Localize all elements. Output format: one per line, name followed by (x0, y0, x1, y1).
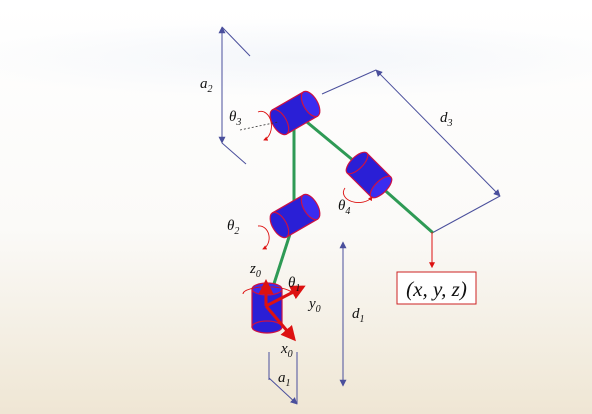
rotation-theta2 (257, 225, 270, 250)
rotation-theta3 (239, 110, 279, 141)
end-effector-box: (x, y, z) (396, 271, 477, 305)
joint-2 (269, 193, 321, 239)
joint-3 (269, 90, 321, 136)
link-4-end (378, 184, 434, 234)
x0-axis (264, 305, 296, 342)
label-x0: x0 (280, 341, 293, 360)
y0-axis (265, 285, 306, 308)
label-theta1: θ1 (288, 275, 300, 294)
end-effector-label: (x, y, z) (406, 277, 467, 301)
link-1-2 (270, 232, 292, 292)
base-frame-axes (258, 279, 306, 342)
label-d3: d3 (440, 110, 453, 129)
dimension-a2 (218, 26, 251, 165)
arm-links (270, 116, 434, 292)
label-z0: z0 (249, 261, 261, 280)
dimension-d3 (321, 69, 501, 234)
label-theta2: θ2 (227, 218, 239, 237)
label-theta4: θ4 (338, 198, 350, 217)
dimension-a1 (268, 352, 298, 405)
label-a1: a1 (278, 370, 291, 389)
rotation-theta4 (342, 187, 373, 203)
label-y0: y0 (307, 296, 321, 315)
link-3-4 (300, 116, 362, 168)
label-d1: d1 (352, 306, 365, 325)
label-a2: a2 (200, 76, 213, 95)
label-theta3: θ3 (229, 109, 241, 128)
